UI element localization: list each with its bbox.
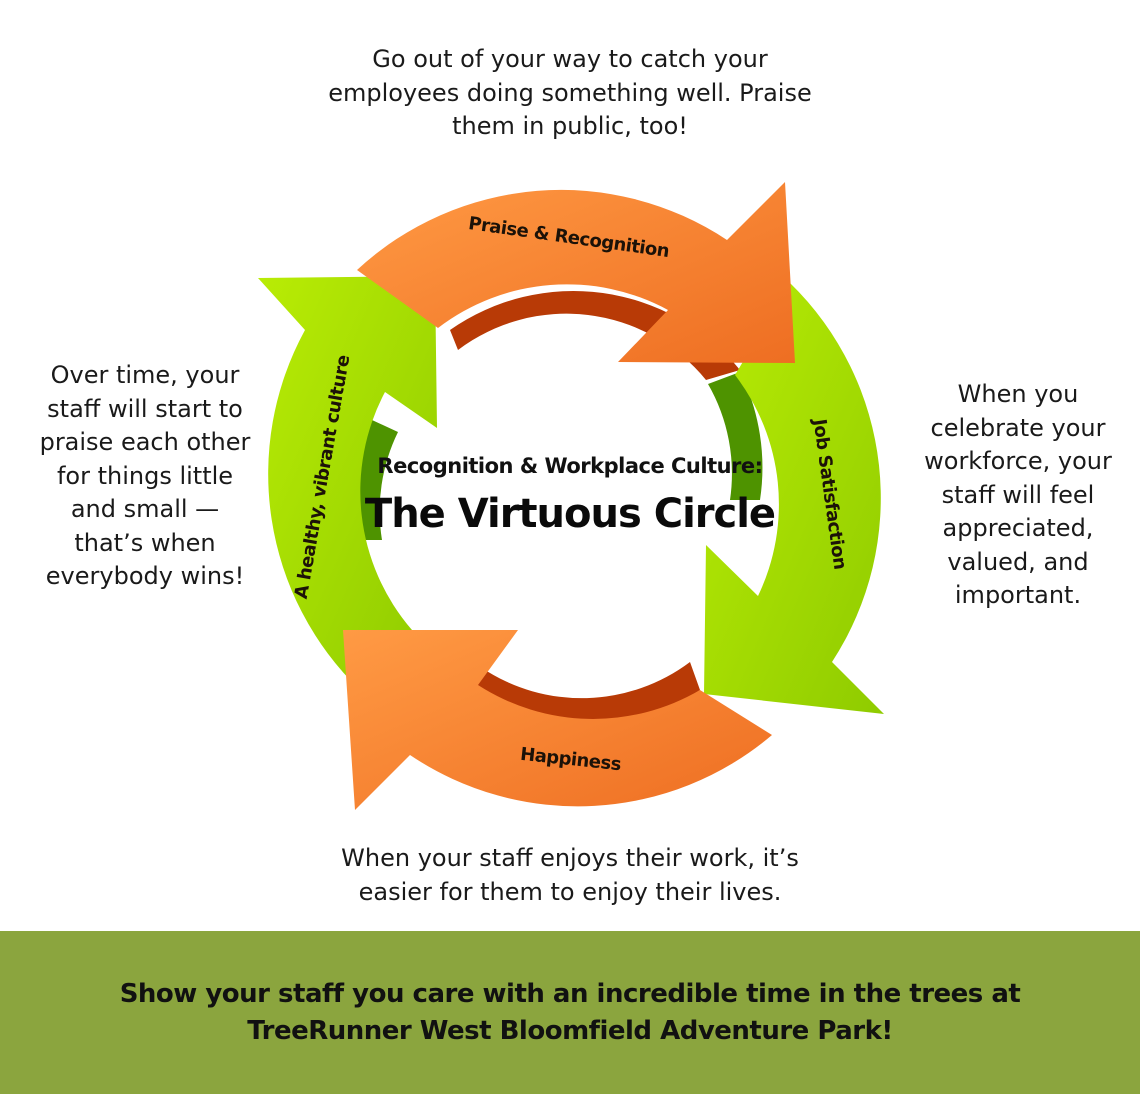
arrow-healthy-culture <box>258 276 437 690</box>
footer-call-to-action: Show your staff you care with an incredi… <box>119 978 1021 1046</box>
arrow-job-satisfaction <box>704 283 884 714</box>
center-subtitle: Recognition & Workplace Culture: <box>377 454 762 478</box>
note-happiness: When your staff enjoys their work, it’s … <box>341 844 799 906</box>
virtuous-circle-diagram: Praise & Recognition Job Satisfaction Ha… <box>258 182 884 810</box>
inner-band-green-right <box>708 372 763 500</box>
note-praise: Go out of your way to catch your employe… <box>328 45 812 140</box>
note-culture: Over time, your staff will start to prai… <box>39 361 251 590</box>
arrow-happiness <box>343 630 772 810</box>
center-title: The Virtuous Circle <box>365 491 775 537</box>
footer-banner: Show your staff you care with an incredi… <box>0 931 1140 1094</box>
arrow-praise-recognition <box>357 182 795 363</box>
note-job-satisfaction: When you celebrate your workforce, your … <box>924 380 1112 609</box>
